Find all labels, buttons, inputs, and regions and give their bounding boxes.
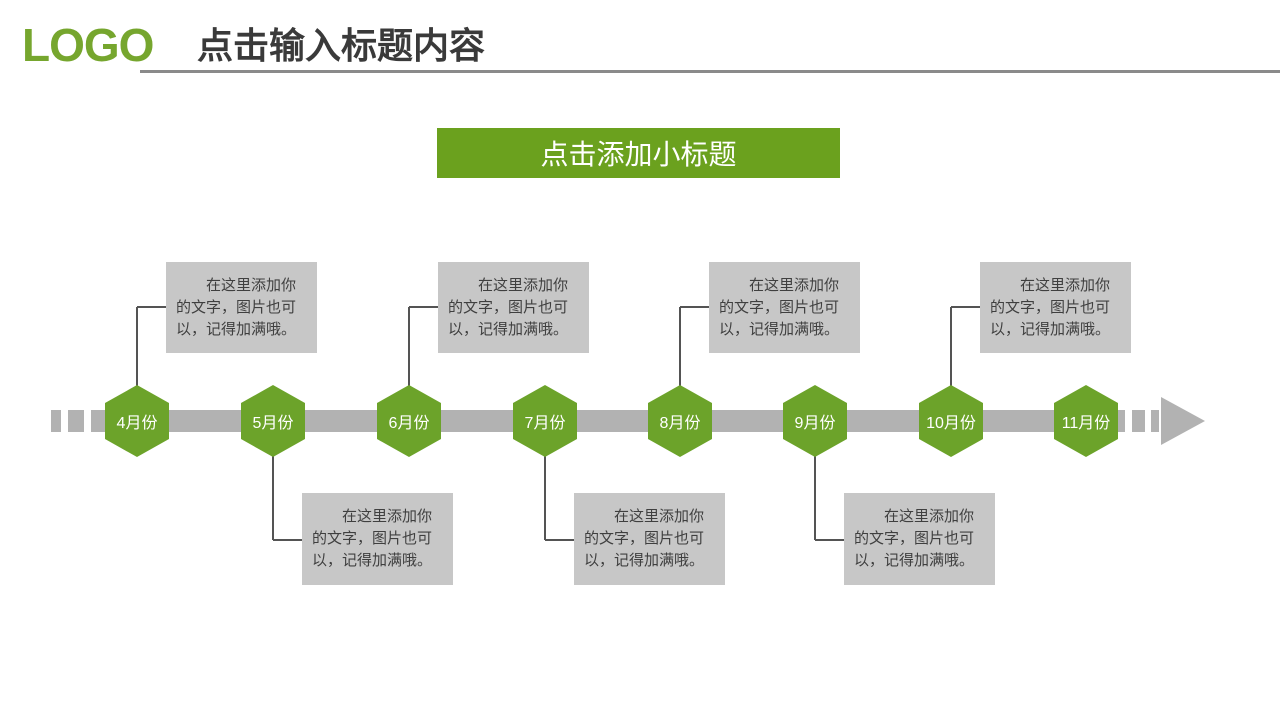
timeline-node-hexagon: 11月份 <box>1054 385 1118 457</box>
note-box: 在这里添加你的文字，图片也可以，记得加满哦。 <box>709 262 860 353</box>
timeline-dash <box>1151 410 1159 432</box>
timeline-node-hexagon: 5月份 <box>241 385 305 457</box>
timeline-node-hexagon: 6月份 <box>377 385 441 457</box>
connector-line <box>136 307 138 386</box>
timeline-node-hexagon: 9月份 <box>783 385 847 457</box>
connector-line <box>544 456 546 540</box>
note-box: 在这里添加你的文字，图片也可以，记得加满哦。 <box>980 262 1131 353</box>
timeline-dash <box>1132 410 1145 432</box>
connector-line <box>273 539 303 541</box>
connector-line <box>272 456 274 540</box>
arrow-right-icon <box>1161 397 1205 445</box>
timeline-node-hexagon: 4月份 <box>105 385 169 457</box>
connector-line <box>814 456 816 540</box>
connector-line <box>680 306 710 308</box>
timeline-node-hexagon: 8月份 <box>648 385 712 457</box>
timeline-node-hexagon: 10月份 <box>919 385 983 457</box>
connector-line <box>815 539 845 541</box>
note-box: 在这里添加你的文字，图片也可以，记得加满哦。 <box>438 262 589 353</box>
logo-text: LOGO <box>22 19 154 71</box>
connector-line <box>409 306 439 308</box>
connector-line <box>951 306 981 308</box>
timeline-band <box>118 410 1125 432</box>
connector-line <box>950 307 952 386</box>
note-box: 在这里添加你的文字，图片也可以，记得加满哦。 <box>166 262 317 353</box>
timeline-dash <box>51 410 61 432</box>
title-divider <box>140 70 1280 73</box>
connector-line <box>137 306 167 308</box>
timeline-node-hexagon: 7月份 <box>513 385 577 457</box>
page-title: 点击输入标题内容 <box>197 25 486 66</box>
timeline-dash <box>68 410 84 432</box>
connector-line <box>679 307 681 386</box>
note-box: 在这里添加你的文字，图片也可以，记得加满哦。 <box>302 493 453 585</box>
note-box: 在这里添加你的文字，图片也可以，记得加满哦。 <box>574 493 725 585</box>
subtitle-banner: 点击添加小标题 <box>437 128 840 178</box>
connector-line <box>408 307 410 386</box>
note-box: 在这里添加你的文字，图片也可以，记得加满哦。 <box>844 493 995 585</box>
connector-line <box>545 539 575 541</box>
